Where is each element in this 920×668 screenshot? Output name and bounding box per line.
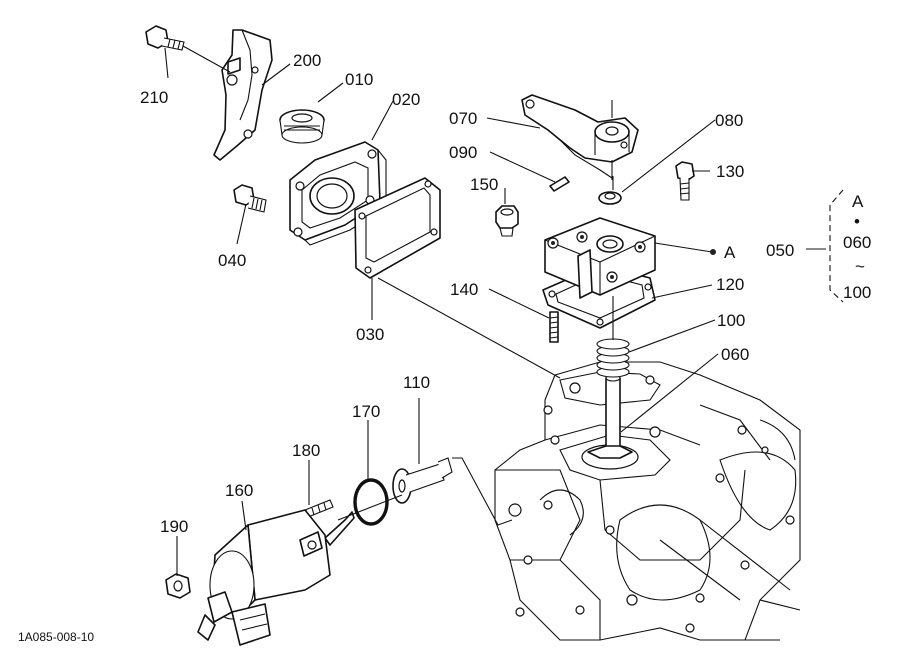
bracket-ref-a: A xyxy=(852,192,864,211)
gasket-part-030 xyxy=(354,177,441,279)
label-170: 170 xyxy=(352,402,380,421)
nut-part-190 xyxy=(165,573,191,599)
label-150: 150 xyxy=(470,175,498,194)
leader-lines xyxy=(164,47,826,576)
label-010: 010 xyxy=(345,70,373,89)
label-040: 040 xyxy=(218,251,246,270)
label-060: 060 xyxy=(721,345,749,364)
bolt-part-040 xyxy=(233,184,267,213)
label-140: 140 xyxy=(450,280,478,299)
label-180: 180 xyxy=(292,441,320,460)
label-110: 110 xyxy=(403,373,430,392)
bracket-from-060: 060 xyxy=(843,233,871,252)
washer-part-080 xyxy=(598,191,622,205)
lever-part-070 xyxy=(521,94,639,180)
bracket-part-200 xyxy=(182,29,273,161)
bolt-part-210 xyxy=(145,25,185,51)
bolt-part-130 xyxy=(675,161,695,201)
range-bracket xyxy=(829,189,844,303)
label-020: 020 xyxy=(392,90,420,109)
spring-part-100 xyxy=(596,338,630,378)
part-labels: 210 200 010 020 040 030 070 090 080 130 … xyxy=(18,51,871,644)
label-070: 070 xyxy=(449,109,477,128)
label-030: 030 xyxy=(356,325,384,344)
nut-part-150 xyxy=(495,205,519,237)
rod-part-060 xyxy=(587,374,633,459)
engine-block xyxy=(494,361,801,641)
housing-block-a xyxy=(544,217,656,299)
label-190: 190 xyxy=(160,517,188,536)
label-130: 130 xyxy=(716,162,744,181)
bracket-to-100: 100 xyxy=(843,283,871,302)
label-160: 160 xyxy=(225,481,253,500)
stud-part-140 xyxy=(549,311,559,343)
label-100: 100 xyxy=(717,311,745,330)
pin-part-090 xyxy=(549,176,570,192)
label-210: 210 xyxy=(140,88,168,107)
plunger-part-110 xyxy=(392,457,453,504)
plug-part-010 xyxy=(279,109,325,144)
o-ring-part-170 xyxy=(353,478,389,526)
figure-code: 1A085-008-10 xyxy=(18,630,94,644)
bracket-tilde: ~ xyxy=(855,257,865,276)
label-050: 050 xyxy=(766,241,794,260)
label-080: 080 xyxy=(715,111,743,130)
label-090: 090 xyxy=(449,143,477,162)
label-a: A xyxy=(724,243,736,262)
solenoid-part-160 xyxy=(197,509,355,646)
label-120: 120 xyxy=(716,275,744,294)
label-200: 200 xyxy=(293,51,321,70)
bracket-dot: • xyxy=(854,212,860,231)
